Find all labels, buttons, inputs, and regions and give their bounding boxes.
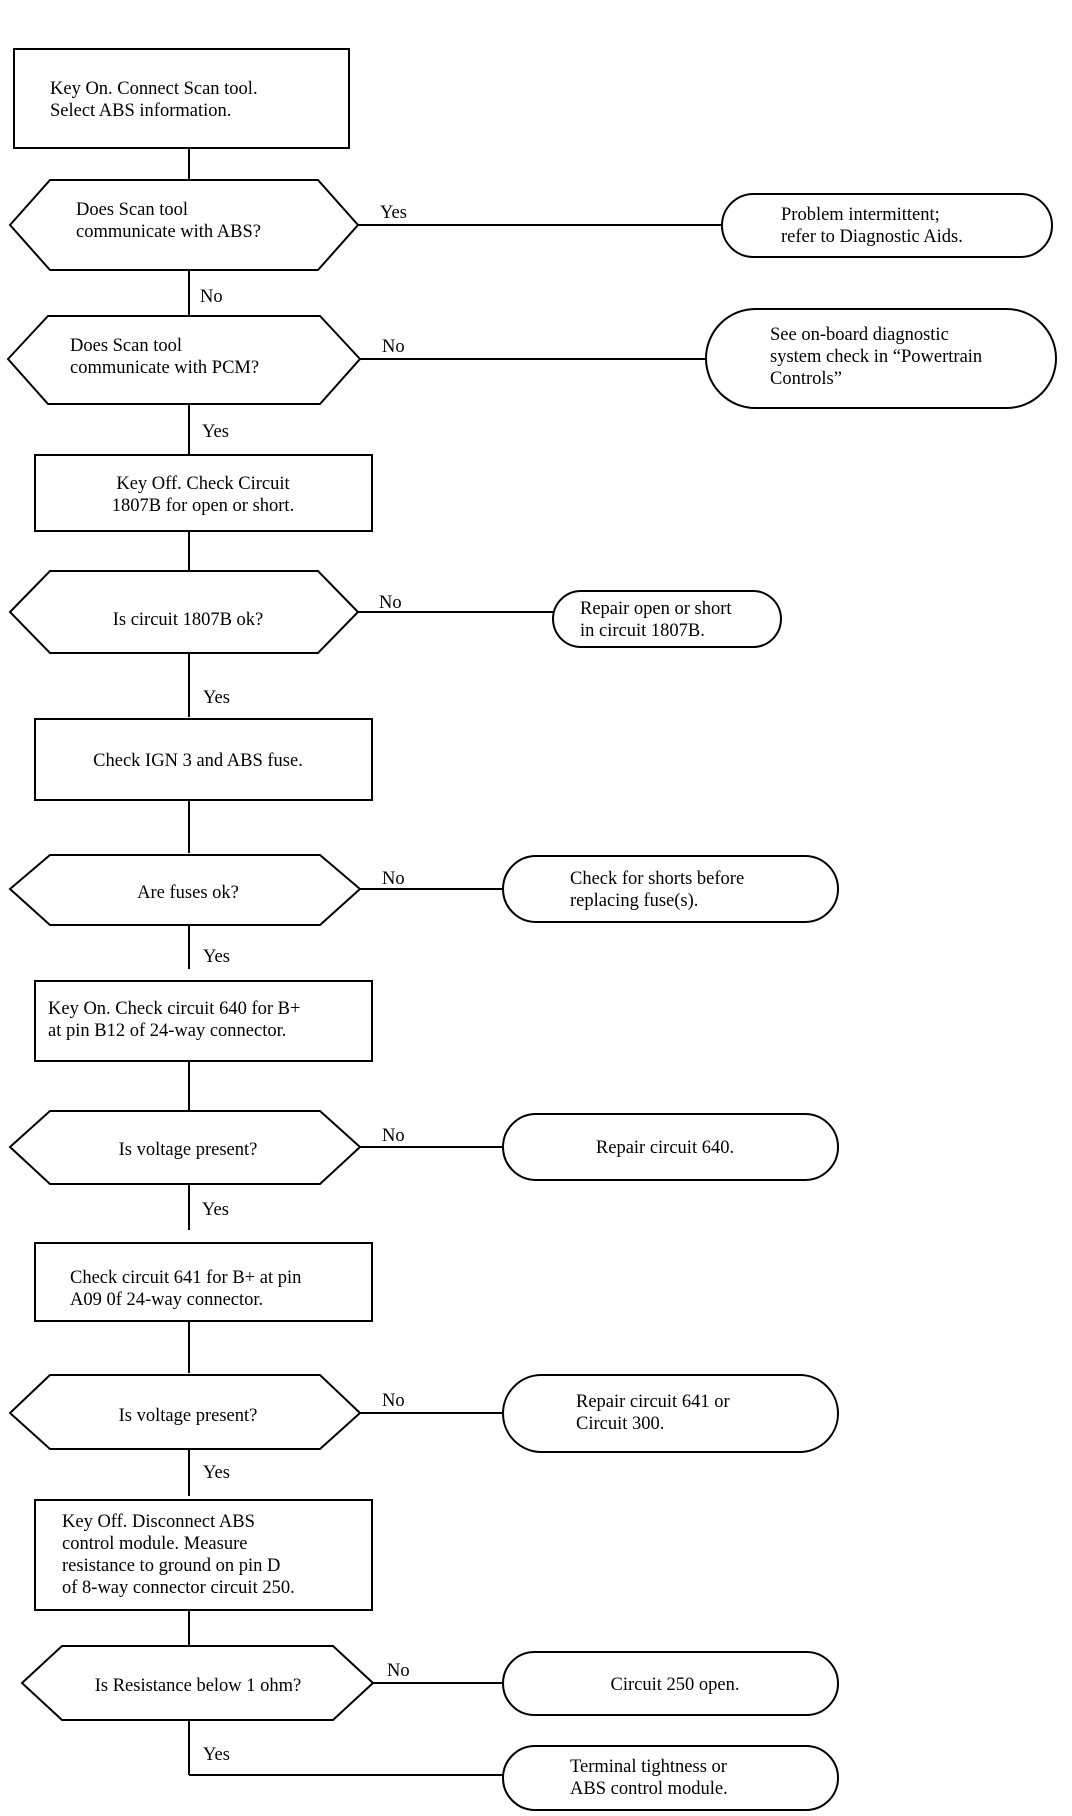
- decision-line: Are fuses ok?: [137, 883, 239, 903]
- decision-text: Are fuses ok?: [137, 883, 239, 903]
- decision-resistance-below-1-ohm: Is Resistance below 1 ohm?: [20, 1645, 375, 1721]
- step-line: Select ABS information.: [50, 101, 231, 121]
- terminal-text: Circuit 250 open.: [611, 1675, 740, 1695]
- terminal-circuit-250-open: Circuit 250 open.: [502, 1651, 839, 1716]
- step-line: Key Off. Disconnect ABS: [62, 1512, 255, 1532]
- decision-line: Is voltage present?: [119, 1140, 258, 1160]
- decision-line: Does Scan tool: [76, 200, 188, 220]
- step-text: Key On. Connect Scan tool.Select ABS inf…: [50, 79, 258, 121]
- branch-label-no: No: [382, 869, 405, 889]
- step-line: resistance to ground on pin D: [62, 1556, 280, 1576]
- step-line: at pin B12 of 24-way connector.: [48, 1021, 286, 1041]
- decision-line: communicate with ABS?: [76, 222, 261, 242]
- step-line: Key On. Connect Scan tool.: [50, 79, 258, 99]
- branch-label-no: No: [200, 287, 223, 307]
- decision-text: Is Resistance below 1 ohm?: [95, 1676, 302, 1696]
- step-check-ign3-abs-fuse: Check IGN 3 and ABS fuse.: [34, 718, 373, 801]
- step-line: Key Off. Check Circuit: [116, 474, 290, 494]
- terminal-text: Repair circuit 640.: [596, 1138, 734, 1158]
- step-text: Key On. Check circuit 640 for B+at pin B…: [48, 999, 300, 1041]
- step-connect-scan-tool: Key On. Connect Scan tool.Select ABS inf…: [13, 48, 350, 149]
- step-line: A09 0f 24-way connector.: [70, 1290, 263, 1310]
- terminal-problem-intermittent: Problem intermittent;refer to Diagnostic…: [721, 193, 1053, 258]
- decision-text: Is voltage present?: [119, 1140, 258, 1160]
- step-line: Check circuit 641 for B+ at pin: [70, 1268, 301, 1288]
- decision-text: Is circuit 1807B ok?: [113, 610, 264, 630]
- step-check-circuit-640: Key On. Check circuit 640 for B+at pin B…: [34, 980, 373, 1062]
- branch-label-yes: Yes: [202, 1200, 229, 1220]
- branch-label-yes: Yes: [203, 1745, 230, 1765]
- decision-fuses-ok: Are fuses ok?: [8, 854, 362, 926]
- terminal-line: Repair circuit 641 or: [576, 1392, 730, 1412]
- decision-line: Is voltage present?: [119, 1406, 258, 1426]
- decision-voltage-present-641: Is voltage present?: [8, 1374, 362, 1450]
- step-line: of 8-way connector circuit 250.: [62, 1578, 295, 1598]
- decision-line: Is circuit 1807B ok?: [113, 610, 264, 630]
- terminal-line: Repair open or short: [580, 599, 732, 619]
- decision-line: communicate with PCM?: [70, 358, 259, 378]
- decision-text: Is voltage present?: [119, 1406, 258, 1426]
- branch-label-no: No: [382, 1126, 405, 1146]
- terminal-repair-640: Repair circuit 640.: [502, 1113, 839, 1181]
- terminal-line: replacing fuse(s).: [570, 891, 698, 911]
- terminal-line: Circuit 250 open.: [611, 1675, 740, 1695]
- step-text: Check IGN 3 and ABS fuse.: [93, 751, 303, 771]
- step-line: Key On. Check circuit 640 for B+: [48, 999, 300, 1019]
- decision-voltage-present-640: Is voltage present?: [8, 1110, 362, 1185]
- branch-label-yes: Yes: [203, 688, 230, 708]
- step-line: Check IGN 3 and ABS fuse.: [93, 751, 303, 771]
- branch-label-yes: Yes: [202, 422, 229, 442]
- terminal-text: Problem intermittent;refer to Diagnostic…: [781, 205, 963, 247]
- terminal-line: in circuit 1807B.: [580, 621, 705, 641]
- terminal-line: See on-board diagnostic: [770, 325, 949, 345]
- terminal-line: Problem intermittent;: [781, 205, 940, 225]
- terminal-line: system check in “Powertrain: [770, 347, 982, 367]
- terminal-line: Check for shorts before: [570, 869, 744, 889]
- terminal-line: Repair circuit 640.: [596, 1138, 734, 1158]
- terminal-line: Circuit 300.: [576, 1414, 664, 1434]
- decision-line: Is Resistance below 1 ohm?: [95, 1676, 302, 1696]
- branch-label-no: No: [382, 1391, 405, 1411]
- step-line: 1807B for open or short.: [112, 496, 294, 516]
- branch-label-yes: Yes: [380, 203, 407, 223]
- decision-circuit-1807b-ok: Is circuit 1807B ok?: [8, 570, 360, 654]
- step-line: control module. Measure: [62, 1534, 247, 1554]
- branch-label-yes: Yes: [203, 1463, 230, 1483]
- decision-line: Does Scan tool: [70, 336, 182, 356]
- terminal-line: refer to Diagnostic Aids.: [781, 227, 963, 247]
- terminal-line: ABS control module.: [570, 1779, 728, 1799]
- terminal-line: Controls”: [770, 369, 842, 389]
- terminal-line: Terminal tightness or: [570, 1757, 727, 1777]
- branch-label-yes: Yes: [203, 947, 230, 967]
- branch-label-no: No: [379, 593, 402, 613]
- branch-label-no: No: [387, 1661, 410, 1681]
- branch-label-no: No: [382, 337, 405, 357]
